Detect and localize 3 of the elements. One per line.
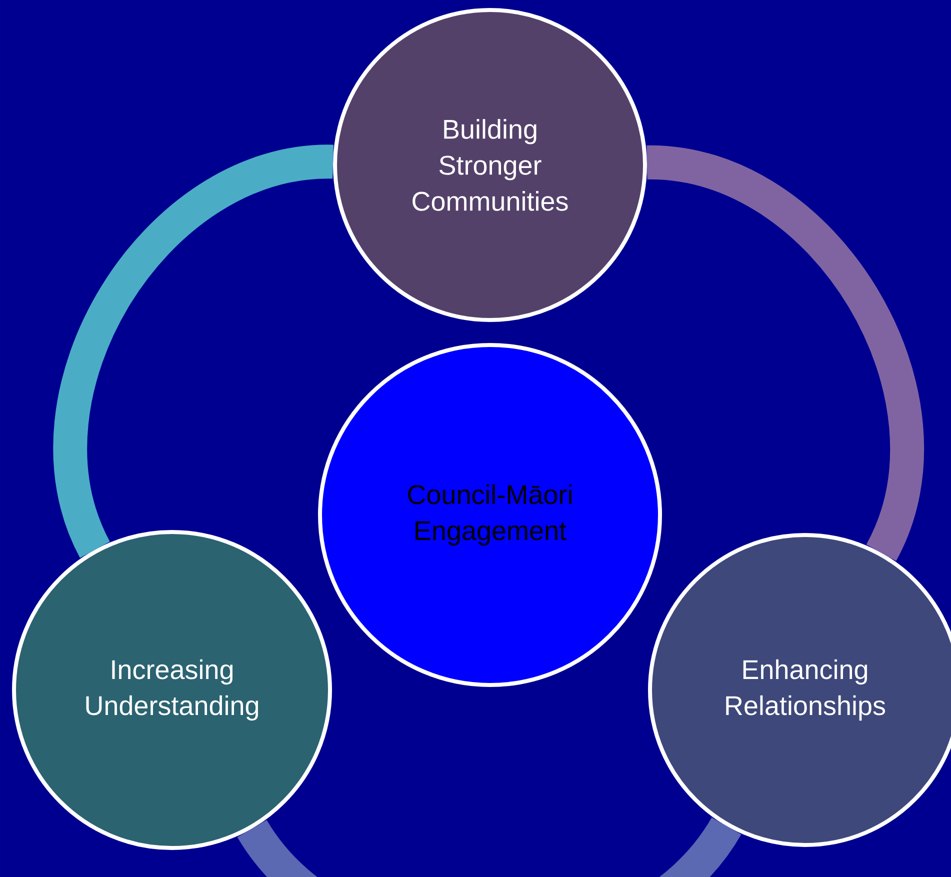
ring-arc [238,816,740,877]
ring-arc [645,145,924,560]
ring-arc [54,144,334,556]
